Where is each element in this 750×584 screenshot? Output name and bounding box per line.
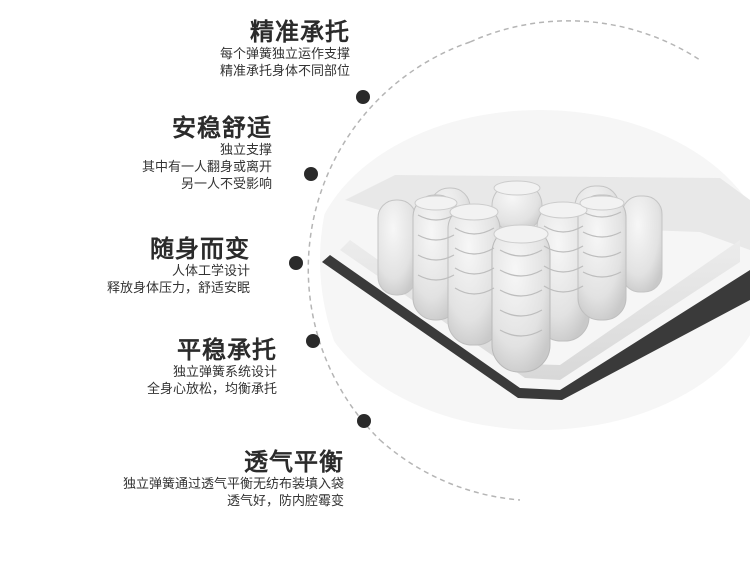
feature-title: 随身而变 [150,235,250,263]
feature-desc-line: 透气好，防内腔霉变 [226,494,344,509]
mattress-cutaway [320,110,750,430]
feature-desc-line: 另一人不受影响 [180,177,272,192]
feature-title: 精准承托 [250,18,350,46]
feature-desc-line: 释放身体压力，舒适安眠 [106,281,250,296]
feature-dot-3 [289,256,303,270]
feature-title: 透气平衡 [244,448,344,476]
feature-dot-1 [356,90,370,104]
feature-title: 安稳舒适 [172,114,272,142]
feature-dot-5 [357,414,371,428]
feature-desc-line: 独立弹簧系统设计 [172,365,277,380]
feature-desc-line: 全身心放松，均衡承托 [146,382,277,397]
feature-stable-comfort: 安稳舒适 独立支撑 其中有一人翻身或离开 另一人不受影响 [142,114,272,193]
feature-desc-line: 其中有一人翻身或离开 [141,160,272,175]
feature-precise-support: 精准承托 每个弹簧独立运作支撑 精准承托身体不同部位 [220,18,350,80]
dashed-arc [307,41,471,441]
feature-breathable: 透气平衡 独立弹簧通过透气平衡无纺布装填入袋 透气好，防内腔霉变 [123,448,344,510]
feature-desc-line: 独立弹簧通过透气平衡无纺布装填入袋 [122,477,344,492]
feature-balanced-support: 平稳承托 独立弹簧系统设计 全身心放松，均衡承托 [147,336,277,398]
feature-body-adaptive: 随身而变 人体工学设计 释放身体压力，舒适安眠 [107,235,250,297]
feature-desc-line: 独立支撑 [219,143,272,158]
feature-desc-line: 每个弹簧独立运作支撑 [219,47,350,62]
feature-desc-line: 人体工学设计 [171,264,250,279]
feature-desc-line: 精准承托身体不同部位 [219,64,350,79]
feature-dot-2 [304,167,318,181]
feature-dot-4 [306,334,320,348]
feature-title: 平稳承托 [177,336,277,364]
